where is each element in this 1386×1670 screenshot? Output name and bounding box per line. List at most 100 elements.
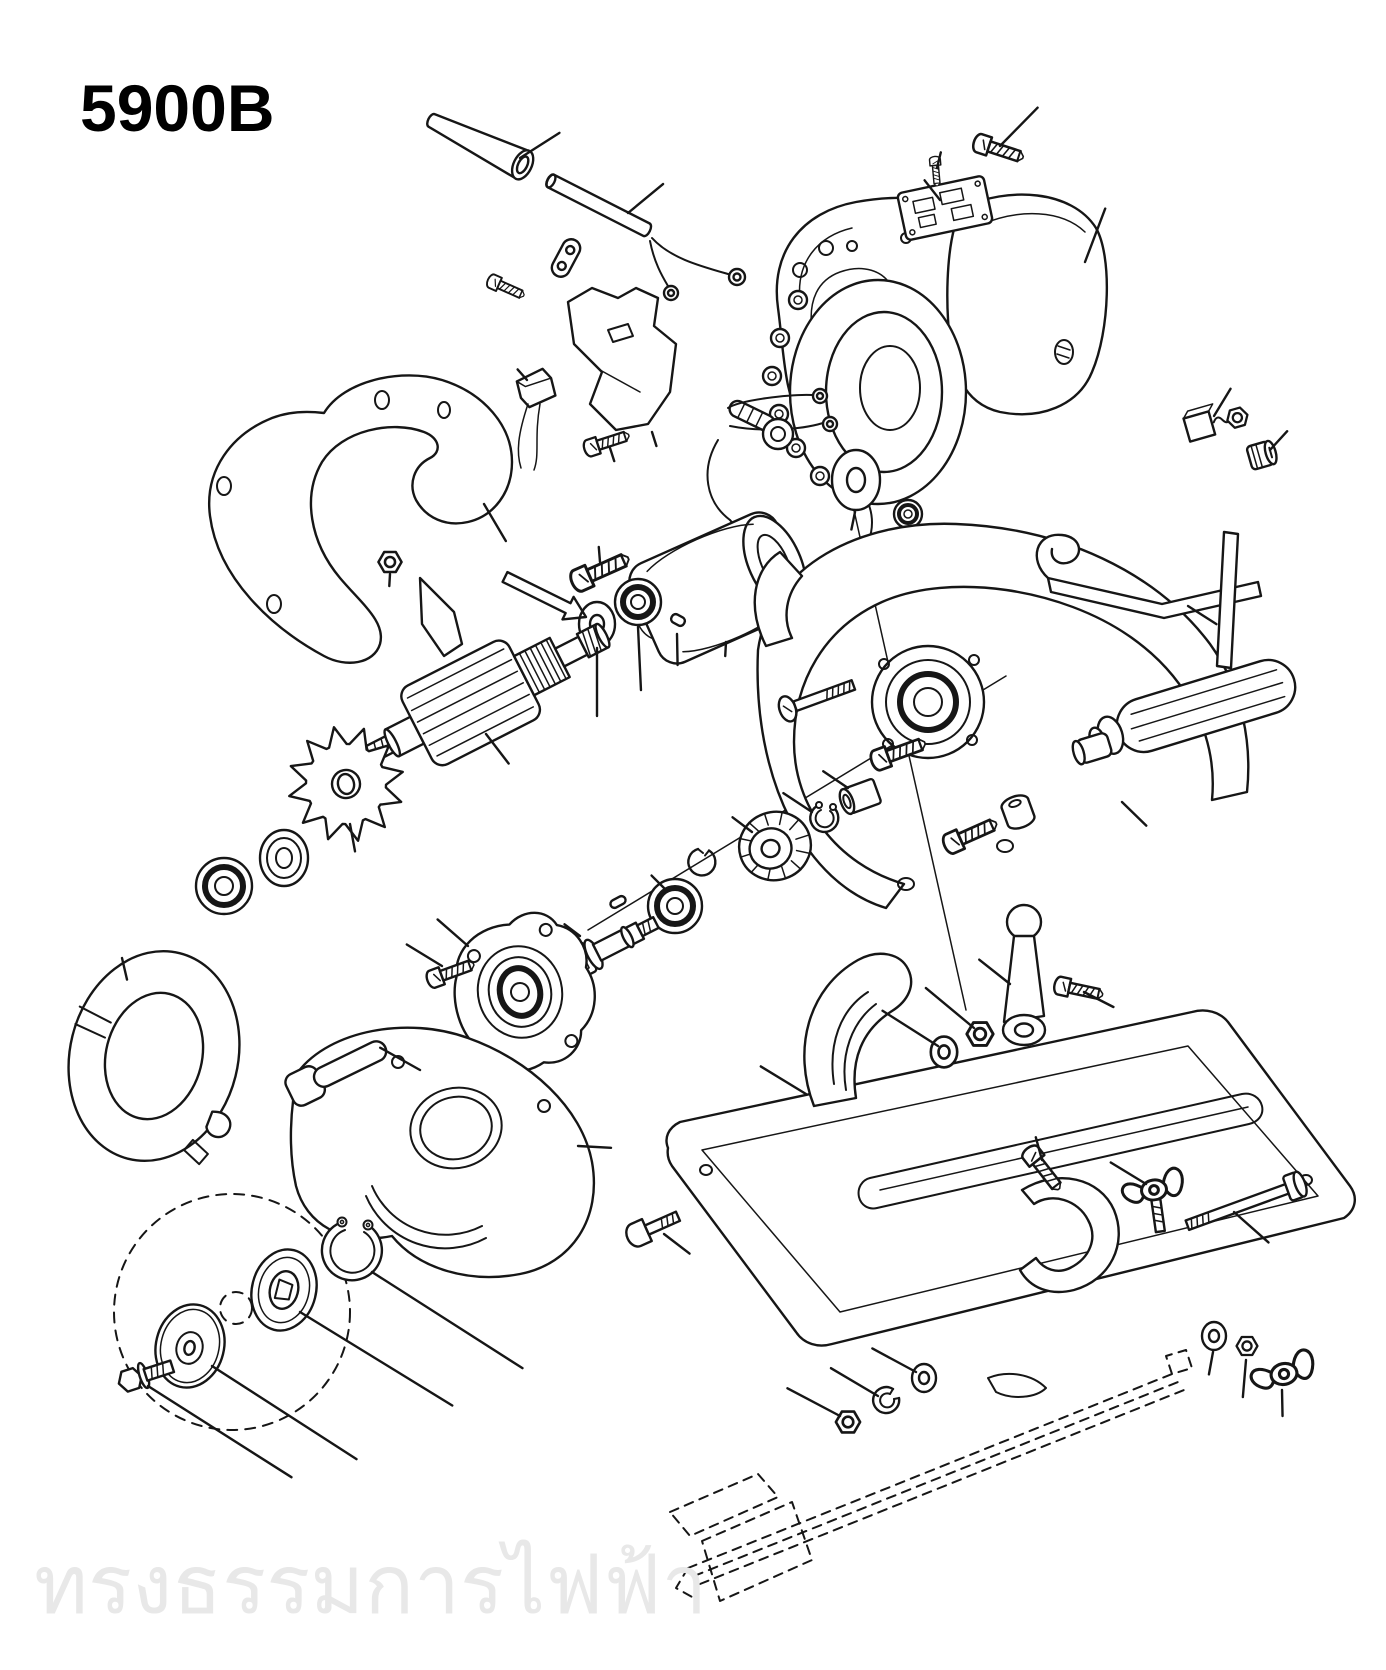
retainer-ring-drawing xyxy=(761,417,795,451)
ring-38-drawing xyxy=(687,847,717,877)
cord-guard-8-drawing xyxy=(545,173,747,302)
leader-line-8 xyxy=(626,182,665,215)
leader-line-61 xyxy=(1241,1358,1248,1399)
part-label-4: 4 xyxy=(1045,77,1062,110)
part-label-39: 39 xyxy=(619,845,652,878)
leader-line-11 xyxy=(516,368,529,382)
leader-line-28 xyxy=(1186,604,1218,626)
part-label-23: 23 xyxy=(580,723,613,756)
leader-line-6 xyxy=(923,179,942,202)
part-label-3: 3 xyxy=(1105,173,1122,206)
spacer-31-drawing xyxy=(1000,794,1036,830)
leader-line-4 xyxy=(998,106,1039,148)
part-label-38: 38 xyxy=(654,816,687,849)
bolt-32-drawing xyxy=(939,812,1002,857)
base-52-drawing xyxy=(665,1009,1356,1347)
part-label-60: 60 xyxy=(1266,1423,1299,1456)
screw-13-drawing xyxy=(580,425,633,459)
seal-20-drawing xyxy=(258,828,310,888)
leader-line-37 xyxy=(731,816,754,834)
screw-5-drawing xyxy=(928,155,944,187)
handle-cover-15-drawing xyxy=(207,374,514,664)
leader-line-35 xyxy=(822,770,850,790)
part-label-51: 51 xyxy=(690,1252,723,1285)
part-label-13: 13 xyxy=(604,467,637,500)
leader-line-14 xyxy=(597,545,602,564)
watermark-text: ทรงธรรมการไฟฟ้า xyxy=(34,1540,708,1631)
pin-25-drawing xyxy=(669,612,687,628)
screw-4-drawing xyxy=(969,131,1028,168)
part-labels: 3456789101112131415161819202122232425262… xyxy=(120,77,1318,1489)
sleeve-35-drawing xyxy=(838,777,882,816)
leader-line-29 xyxy=(1212,387,1232,418)
part-label-48: 48 xyxy=(358,1456,391,1489)
snail-bracket-drawing xyxy=(1018,1177,1120,1294)
screw-34-drawing xyxy=(777,679,857,723)
spring-washer-64-drawing xyxy=(872,1385,901,1415)
rip-fence-dashed-drawing xyxy=(669,1349,1193,1602)
leader-line-65 xyxy=(786,1387,842,1418)
nut-61-drawing xyxy=(1235,1335,1259,1357)
part-label-43: 43 xyxy=(371,918,404,951)
leader-line-57 xyxy=(1034,1136,1044,1162)
part-label-37: 37 xyxy=(698,789,731,822)
blade-case-27-drawing xyxy=(753,522,1250,910)
part-label-24: 24 xyxy=(625,697,659,730)
washer-63-drawing xyxy=(910,1362,938,1394)
washer-53-drawing xyxy=(929,1035,959,1069)
part-label-55: 55 xyxy=(945,931,978,964)
part-label-40: 40 xyxy=(570,870,603,903)
part-label-29: 29 xyxy=(1225,355,1258,388)
lever-55-drawing xyxy=(1001,903,1047,1047)
nut-16-drawing xyxy=(377,550,403,574)
bearing-small-drawing xyxy=(892,498,924,530)
part-label-25: 25 xyxy=(661,672,694,705)
part-label-65: 65 xyxy=(751,1363,784,1396)
part-label-14: 14 xyxy=(580,510,614,543)
part-label-15: 15 xyxy=(500,545,533,578)
highlight-arrow xyxy=(501,570,588,621)
part-label-18: 18 xyxy=(207,928,240,961)
side-grip-drawing xyxy=(1071,658,1297,766)
part-label-12: 12 xyxy=(646,452,679,485)
part-label-45: 45 xyxy=(616,1134,649,1167)
blade-47-dashed-drawing xyxy=(113,1193,351,1431)
leader-line-45 xyxy=(576,1144,613,1150)
flange-49-drawing xyxy=(250,1248,318,1332)
leader-line-15 xyxy=(482,502,508,543)
leader-line-44 xyxy=(379,1046,422,1072)
part-label-32: 32 xyxy=(946,864,979,897)
key-40-drawing xyxy=(609,894,627,910)
leader-line-12 xyxy=(650,430,658,448)
snap-ring-50-drawing xyxy=(320,1216,384,1282)
part-label-11: 11 xyxy=(487,338,519,371)
carbon-brush-29-drawing xyxy=(1182,403,1252,443)
leader-line-58 xyxy=(1109,1161,1148,1186)
grip-sleeve-7-drawing xyxy=(426,112,535,181)
leader-line-60 xyxy=(1280,1388,1284,1418)
leader-line-26 xyxy=(724,640,728,658)
part-label-26: 26 xyxy=(707,663,740,696)
leader-line-42 xyxy=(436,918,470,948)
leader-line-68 xyxy=(850,510,857,531)
part-label-59: 59 xyxy=(1268,1242,1301,1275)
leader-line-13 xyxy=(608,446,616,463)
part-label-31: 31 xyxy=(1003,837,1036,870)
leader-line-5 xyxy=(935,151,943,170)
part-label-27: 27 xyxy=(1145,826,1178,859)
bolt-59-drawing xyxy=(1184,1170,1308,1232)
gear-37-drawing xyxy=(737,810,813,882)
leader-line-64 xyxy=(829,1366,880,1398)
leader-line-47 xyxy=(146,1384,293,1479)
leader-line-56 xyxy=(1082,990,1115,1009)
snap-ring-36-drawing xyxy=(809,801,840,834)
part-label-30: 30 xyxy=(1285,400,1318,433)
part-label-7: 7 xyxy=(570,106,587,139)
part-label-21: 21 xyxy=(342,858,375,891)
part-label-6: 6 xyxy=(903,148,920,181)
bearing-18-drawing xyxy=(194,856,254,916)
part-label-42: 42 xyxy=(404,890,437,923)
leader-line-62 xyxy=(1207,1350,1215,1376)
leader-line-63 xyxy=(871,1347,918,1374)
leader-line-55 xyxy=(978,958,1012,986)
